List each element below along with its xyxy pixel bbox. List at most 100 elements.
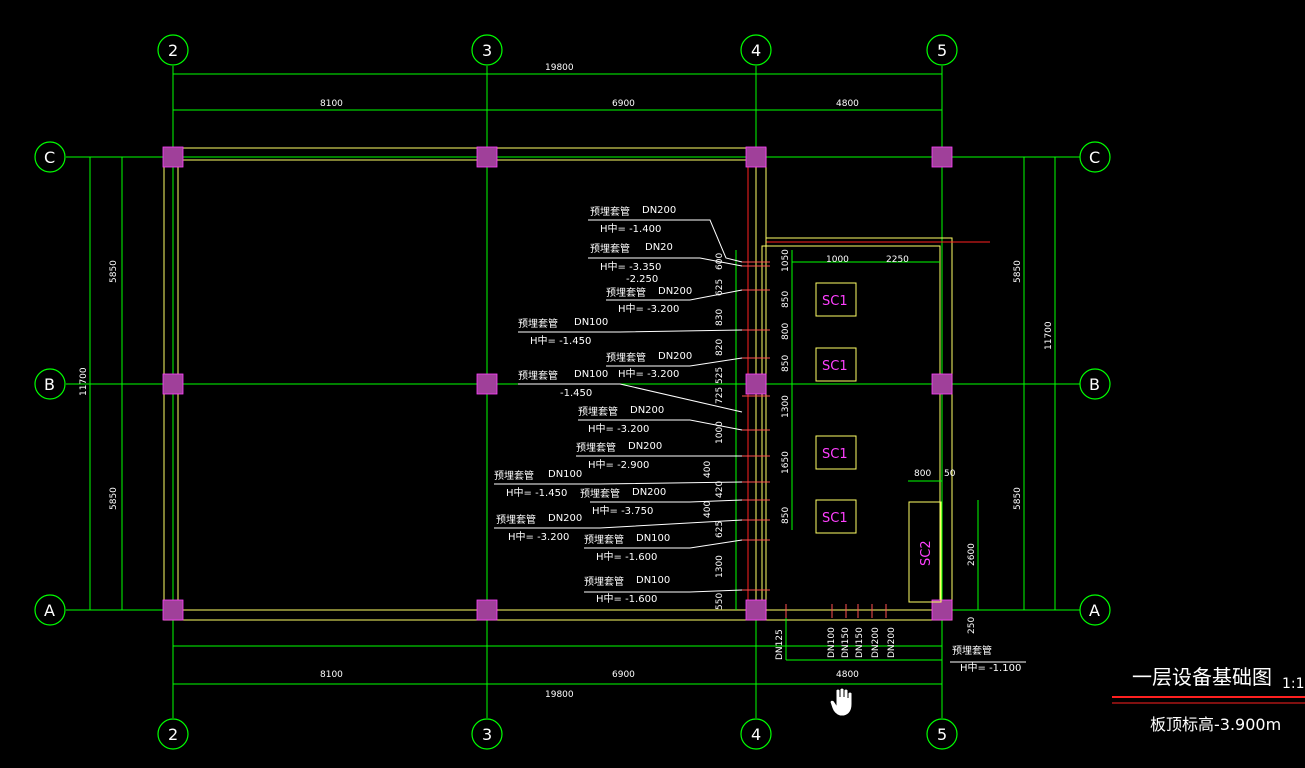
dim-right-part-2: 5850 bbox=[1013, 487, 1023, 510]
dim-room-v-4: 850 bbox=[781, 355, 791, 372]
dim-top-bay-1: 8100 bbox=[320, 99, 343, 109]
equipment-label-sc1-3: SC1 bbox=[822, 447, 848, 462]
sleeve-13-title: 预埋套管 bbox=[584, 575, 624, 588]
grid-label-row-a-left: A bbox=[44, 601, 55, 620]
dim-pipe-1: 600 bbox=[715, 253, 725, 270]
sleeve-7-title: 预埋套管 bbox=[578, 405, 618, 418]
sleeve-9-title: 预埋套管 bbox=[494, 469, 534, 482]
dim-room-top-2: 2250 bbox=[886, 255, 909, 265]
bottom-pipe-3: DN150 bbox=[841, 627, 851, 658]
sleeve-2-title: 预埋套管 bbox=[590, 242, 630, 255]
dim-bottom-bay-2: 6900 bbox=[612, 670, 635, 680]
sleeve-3-title: 预埋套管 bbox=[606, 286, 646, 299]
sleeve-11-dn: DN200 bbox=[548, 513, 582, 524]
grid-label-col-5-bottom: 5 bbox=[937, 725, 947, 744]
equipment-bases bbox=[815, 282, 942, 603]
dim-room-top-1: 1000 bbox=[826, 255, 849, 265]
dim-right-total: 11700 bbox=[1044, 321, 1054, 350]
grid-label-row-c-left: C bbox=[44, 148, 55, 167]
dim-right-part-1: 5850 bbox=[1013, 260, 1023, 283]
dim-pipe-9: 420 bbox=[715, 481, 725, 498]
grid-label-col-4-top: 4 bbox=[751, 41, 761, 60]
sleeve-7-h: H中= -3.200 bbox=[588, 422, 649, 435]
dim-pipe-8: 400 bbox=[703, 461, 713, 478]
sleeve-4-dn: DN100 bbox=[574, 317, 608, 328]
bottom-pipe-1: DN125 bbox=[775, 629, 785, 660]
dim-pipe-5: 525 bbox=[715, 367, 725, 384]
sleeve-8-h: H中= -2.900 bbox=[588, 458, 649, 471]
sleeve-7-dn: DN200 bbox=[630, 405, 664, 416]
bottom-pipe-5: DN200 bbox=[871, 627, 881, 658]
sleeve-1-title: 预埋套管 bbox=[590, 205, 630, 218]
dim-left-part-2: 5850 bbox=[109, 487, 119, 510]
sleeve-1-h: H中= -1.400 bbox=[600, 222, 661, 235]
drawing-note: 板顶标高-3.900m bbox=[1150, 715, 1281, 734]
sleeve-12-dn: DN100 bbox=[636, 533, 670, 544]
grid-label-row-b-right: B bbox=[1089, 375, 1100, 394]
dim-top-total: 19800 bbox=[545, 63, 574, 73]
dim-pipe-10: 400 bbox=[703, 501, 713, 518]
sleeve-markers bbox=[742, 261, 887, 618]
equipment-label-sc2: SC2 bbox=[919, 540, 934, 566]
dim-left-part-1: 5850 bbox=[109, 260, 119, 283]
pan-hand-icon bbox=[829, 687, 853, 717]
dim-pipe-2: 625 bbox=[715, 279, 725, 296]
sleeve-11-title: 预埋套管 bbox=[496, 513, 536, 526]
dimension-lines bbox=[89, 73, 1056, 685]
sleeve-5-dn: DN200 bbox=[658, 351, 692, 362]
dim-room-v-5: 1300 bbox=[781, 395, 791, 418]
dim-pipe-12: 1300 bbox=[715, 555, 725, 578]
drawing-title: 一层设备基础图 bbox=[1132, 665, 1272, 689]
equipment-label-sc1-4: SC1 bbox=[822, 511, 848, 526]
equipment-label-sc1-2: SC1 bbox=[822, 359, 848, 374]
column-markers bbox=[162, 146, 953, 621]
sleeve-12-h: H中= -1.600 bbox=[596, 550, 657, 563]
sleeve-8-dn: DN200 bbox=[628, 441, 662, 452]
dim-room-v-6: 1650 bbox=[781, 451, 791, 474]
grid-label-row-a-right: A bbox=[1089, 601, 1100, 620]
bottom-pipe-6: DN200 bbox=[887, 627, 897, 658]
grid-label-col-3-top: 3 bbox=[482, 41, 492, 60]
sleeve-2-h: H中= -3.350 bbox=[600, 260, 661, 273]
sleeve-3-dn: DN200 bbox=[658, 286, 692, 297]
sleeve-8-title: 预埋套管 bbox=[576, 441, 616, 454]
sleeve-10-dn: DN200 bbox=[632, 487, 666, 498]
dim-room-v-3: 800 bbox=[781, 323, 791, 340]
dim-room-v-7: 850 bbox=[781, 507, 791, 524]
dim-room-v-2: 850 bbox=[781, 291, 791, 308]
sleeve-4-h: H中= -1.450 bbox=[530, 334, 591, 347]
grid-label-col-4-bottom: 4 bbox=[751, 725, 761, 744]
sleeve-2-dn: DN20 bbox=[645, 242, 673, 253]
extra-elevation-note: -2.250 bbox=[626, 274, 658, 285]
sleeve-6-title: 预埋套管 bbox=[518, 369, 558, 382]
dim-left-total: 11700 bbox=[79, 367, 89, 396]
dim-sc2-height: 2600 bbox=[967, 543, 977, 566]
sleeve-10-h: H中= -3.750 bbox=[592, 504, 653, 517]
bottom-pipe-2: DN100 bbox=[827, 627, 837, 658]
sleeve-9-h: H中= -1.450 bbox=[506, 486, 567, 499]
grid-bubbles bbox=[34, 34, 1111, 750]
sleeve-10-title: 预埋套管 bbox=[580, 487, 620, 500]
dim-sc2-width-2: 50 bbox=[944, 469, 956, 479]
dim-bottom-total: 19800 bbox=[545, 690, 574, 700]
grid-label-col-2-top: 2 bbox=[168, 41, 178, 60]
grid-label-row-b-left: B bbox=[44, 375, 55, 394]
dim-bottom-offset: 250 bbox=[967, 617, 977, 634]
sleeve-11-h: H中= -3.200 bbox=[508, 530, 569, 543]
dim-pipe-4: 820 bbox=[715, 339, 725, 356]
drawing-scale: 1:1 bbox=[1282, 676, 1305, 692]
dim-bottom-bay-3: 4800 bbox=[836, 670, 859, 680]
equipment-label-sc1-1: SC1 bbox=[822, 294, 848, 309]
dim-top-bay-3: 4800 bbox=[836, 99, 859, 109]
leader-lines bbox=[494, 219, 1026, 663]
dim-pipe-6: 725 bbox=[715, 387, 725, 404]
dim-pipe-13: 550 bbox=[715, 593, 725, 610]
sleeve-6-dn: DN100 bbox=[574, 369, 608, 380]
dim-room-v-1: 1050 bbox=[781, 249, 791, 272]
sleeve-3-h: H中= -3.200 bbox=[618, 302, 679, 315]
sleeve-12-title: 预埋套管 bbox=[584, 533, 624, 546]
sleeve-13-dn: DN100 bbox=[636, 575, 670, 586]
dim-sc2-width-1: 800 bbox=[914, 469, 931, 479]
grid-label-row-c-right: C bbox=[1089, 148, 1100, 167]
